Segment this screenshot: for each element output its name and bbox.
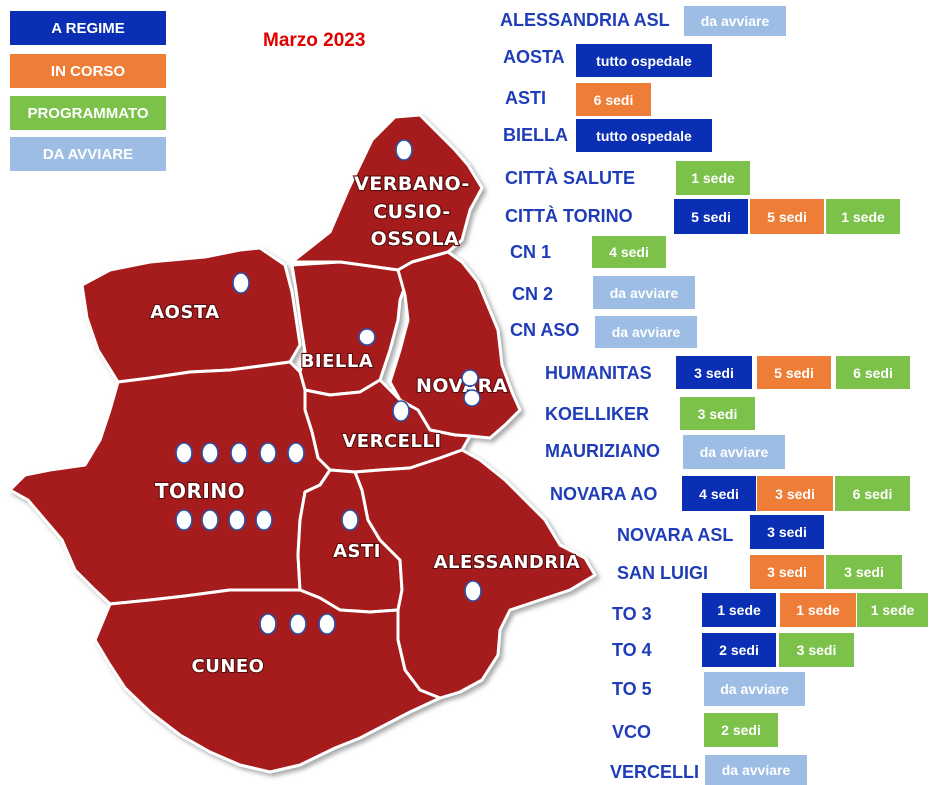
badge-citta-torino-in-corso: 5 sedi [750, 199, 824, 234]
map-label-novara: NOVARA [416, 375, 508, 397]
region-alessandria [353, 448, 597, 700]
badge-biella-a-regime: tutto ospedale [576, 119, 712, 152]
badge-vco-programmato: 2 sedi [704, 713, 778, 747]
asl-name-novara-ao: NOVARA AO [550, 484, 658, 504]
legend-in-corso-label: IN CORSO [50, 62, 126, 80]
badge-cn-aso-da-avviare: da avviare [595, 316, 697, 348]
badge-alessandria-asl-da-avviare: da avviare [684, 6, 786, 36]
badge-koelliker-programmato: 3 sedi [680, 397, 755, 430]
site-dot [228, 509, 246, 531]
asl-name-san-luigi: SAN LUIGI [617, 563, 709, 583]
badge-to4-programmato: 3 sedi [779, 633, 854, 667]
badge-asti-in-corso: 6 sedi [576, 83, 651, 116]
site-dot [230, 442, 248, 464]
badge-to5-da-avviare: da avviare [704, 672, 805, 706]
site-dot [259, 613, 277, 635]
badge-aosta-a-regime: tutto ospedale [576, 44, 712, 77]
site-dot [341, 509, 359, 531]
badge-novara-ao-a-regime: 4 sedi [682, 476, 756, 511]
site-dot [201, 442, 219, 464]
badge-citta-torino-programmato: 1 sede [826, 199, 900, 234]
map-label-vco-1: VERBANO- [354, 173, 470, 195]
asl-name-to4: TO 4 [612, 640, 652, 660]
badge-humanitas-programmato: 6 sedi [836, 356, 910, 389]
legend-a-regime-label: A REGIME [51, 19, 125, 37]
site-dot [289, 613, 307, 635]
asl-name-to5: TO 5 [612, 679, 652, 699]
region-biella [290, 260, 410, 397]
asl-name-asti: ASTI [505, 88, 547, 108]
asl-name-vercelli: VERCELLI [610, 762, 700, 782]
asl-name-vco: VCO [612, 722, 652, 742]
map-label-cuneo: CUNEO [192, 656, 265, 677]
legend-da-avviare-label: DA AVVIARE [42, 145, 134, 163]
asl-name-cn-aso: CN ASO [510, 320, 580, 340]
site-dot [232, 272, 250, 294]
site-dot [395, 139, 413, 161]
map-label-vercelli: VERCELLI [342, 431, 441, 452]
legend-da-avviare: DA AVVIARE [10, 137, 166, 171]
asl-name-mauriziano: MAURIZIANO [545, 441, 660, 461]
site-dot [255, 509, 273, 531]
badge-to4-a-regime: 2 sedi [702, 633, 776, 667]
map-label-alessandria: ALESSANDRIA [434, 552, 581, 573]
badge-cn2-da-avviare: da avviare [593, 276, 695, 309]
site-dot [175, 509, 193, 531]
map-label-vco-3: OSSOLA [371, 228, 460, 250]
badge-humanitas-in-corso: 5 sedi [757, 356, 831, 389]
legend-in-corso: IN CORSO [10, 54, 166, 88]
map-label-biella: BIELLA [301, 351, 374, 372]
site-dot [318, 613, 336, 635]
region-cuneo [93, 588, 442, 774]
map-label-torino: TORINO [155, 479, 245, 503]
legend-programmato-label: PROGRAMMATO [27, 104, 149, 122]
asl-name-cn2: CN 2 [512, 284, 554, 304]
site-dot [175, 442, 193, 464]
map-label-asti: ASTI [333, 541, 381, 562]
map-label-aosta: AOSTA [150, 302, 220, 323]
badge-humanitas-a-regime: 3 sedi [676, 356, 752, 389]
site-dot [461, 369, 479, 387]
badge-to3-programmato: 1 sede [857, 593, 928, 627]
asl-name-koelliker: KOELLIKER [545, 404, 650, 424]
site-dot [201, 509, 219, 531]
badge-mauriziano-da-avviare: da avviare [683, 435, 785, 469]
region-novara [388, 250, 522, 440]
asl-name-citta-salute: CITTÀ SALUTE [505, 168, 635, 188]
badge-novara-ao-programmato: 6 sedi [835, 476, 910, 511]
badge-citta-salute-programmato: 1 sede [676, 161, 750, 195]
badge-san-luigi-programmato: 3 sedi [826, 555, 902, 589]
badge-to3-in-corso: 1 sede [780, 593, 856, 627]
asl-name-novara-asl: NOVARA ASL [617, 525, 734, 545]
site-dot [464, 580, 482, 602]
badge-citta-torino-a-regime: 5 sedi [674, 199, 748, 234]
site-dot [392, 400, 410, 422]
site-dot [287, 442, 305, 464]
asl-name-humanitas: HUMANITAS [545, 363, 652, 383]
legend-programmato: PROGRAMMATO [10, 96, 166, 130]
asl-name-aosta: AOSTA [503, 47, 565, 67]
page-title: Marzo 2023 [263, 30, 366, 51]
badge-to3-a-regime: 1 sede [702, 593, 776, 627]
asl-name-biella: BIELLA [503, 125, 568, 145]
asl-name-citta-torino: CITTÀ TORINO [505, 206, 633, 226]
legend-a-regime: A REGIME [10, 11, 166, 45]
map-label-vco-2: CUSIO- [373, 201, 451, 223]
badge-vercelli-da-avviare: da avviare [705, 755, 807, 785]
site-dot [463, 389, 481, 407]
asl-name-to3: TO 3 [612, 604, 652, 624]
site-dot [358, 328, 376, 346]
badge-novara-asl-a-regime: 3 sedi [750, 515, 824, 549]
asl-name-alessandria-asl: ALESSANDRIA ASL [500, 10, 670, 30]
asl-name-cn1: CN 1 [510, 242, 552, 262]
badge-novara-ao-in-corso: 3 sedi [757, 476, 833, 511]
site-dot [259, 442, 277, 464]
badge-san-luigi-in-corso: 3 sedi [750, 555, 824, 589]
badge-cn1-programmato: 4 sedi [592, 236, 666, 268]
